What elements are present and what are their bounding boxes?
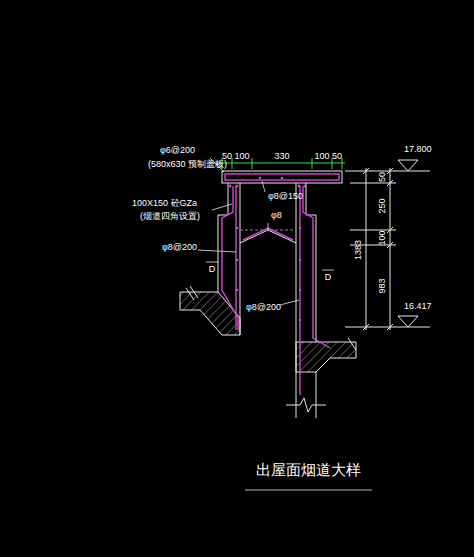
level-mark: 16.417 [404, 302, 432, 311]
rebar-note: 100X150 砼GZa [132, 199, 197, 208]
rebar-note: φ8@200 [162, 243, 197, 252]
dimension-text: 50 [378, 172, 387, 182]
section-label: D [209, 265, 216, 274]
rebar-note: φ8@150 [268, 192, 303, 201]
drawing-title: 出屋面烟道大样 [256, 463, 361, 478]
section-label: D [325, 273, 332, 282]
dimension-text: 330 [274, 152, 289, 161]
dimension-text: 100 [378, 230, 387, 245]
dimension-text: 50 [332, 152, 342, 161]
dimension-text: 1383 [354, 240, 363, 260]
rebar-note: φ6@200 [160, 146, 195, 155]
dimension-text: 100 [314, 152, 329, 161]
rebar-note: φ8@200 [246, 303, 281, 312]
rebar-note: (烟道四角设置) [140, 212, 200, 221]
dimension-text: 50 [222, 152, 232, 161]
rebar-note: φ8 [271, 211, 282, 220]
dimension-text: 250 [378, 198, 387, 213]
level-mark: 17.800 [404, 145, 432, 154]
dimension-text: 100 [234, 152, 249, 161]
rebar-note: (580x630 预制盖板) [148, 160, 227, 169]
dimension-text: 983 [378, 278, 387, 293]
